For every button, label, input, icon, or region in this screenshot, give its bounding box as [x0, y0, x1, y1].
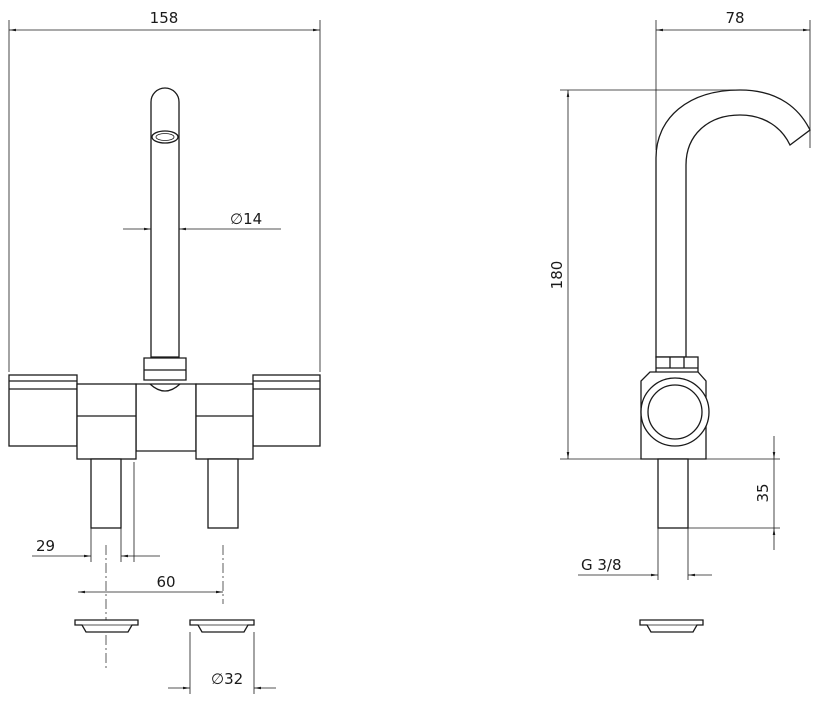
width-dimension-label: 158 — [150, 9, 179, 27]
hole-diameter-dimension: ∅32 — [168, 632, 276, 694]
spout-diameter-dimension: ∅14 — [123, 210, 281, 231]
shank-width-label: 29 — [36, 537, 55, 555]
depth-dimension-label: 78 — [725, 9, 744, 27]
height-dimension-label: 180 — [548, 261, 566, 290]
side-view: 78 180 35 G — [548, 9, 811, 633]
thread-dimension: G 3/8 — [578, 528, 712, 580]
right-shank — [207, 458, 239, 529]
right-valve-block — [195, 383, 254, 460]
left-washer — [74, 619, 139, 633]
spout-collar — [143, 357, 187, 381]
spout-diameter-label: ∅14 — [230, 210, 262, 228]
front-view: 158 ∅14 — [8, 9, 321, 694]
shank-height-dimension: 35 — [688, 436, 780, 550]
side-washer — [639, 619, 704, 633]
front-body — [8, 374, 321, 460]
side-shank — [657, 458, 689, 529]
left-shank — [90, 458, 122, 529]
thread-label: G 3/8 — [581, 556, 622, 574]
left-handle — [8, 374, 78, 447]
shank-width-dimension: 29 — [32, 462, 160, 562]
front-washers — [74, 619, 255, 633]
handle-ring-inner — [647, 384, 703, 440]
right-handle — [252, 374, 321, 447]
spout-outlet-inner — [155, 133, 175, 141]
spout-outlet — [151, 130, 179, 144]
hole-diameter-label: ∅32 — [211, 670, 243, 688]
shank-height-label: 35 — [754, 483, 772, 502]
shank-spacing-label: 60 — [156, 573, 175, 591]
center-hub — [135, 383, 197, 452]
left-valve-block — [76, 383, 137, 460]
handle-ring-outer — [640, 377, 710, 447]
gooseneck-spout — [655, 89, 811, 358]
spout-tube — [150, 87, 180, 358]
shank-spacing-dimension: 60 — [78, 545, 224, 670]
front-spout — [150, 87, 180, 358]
right-washer — [189, 619, 255, 633]
